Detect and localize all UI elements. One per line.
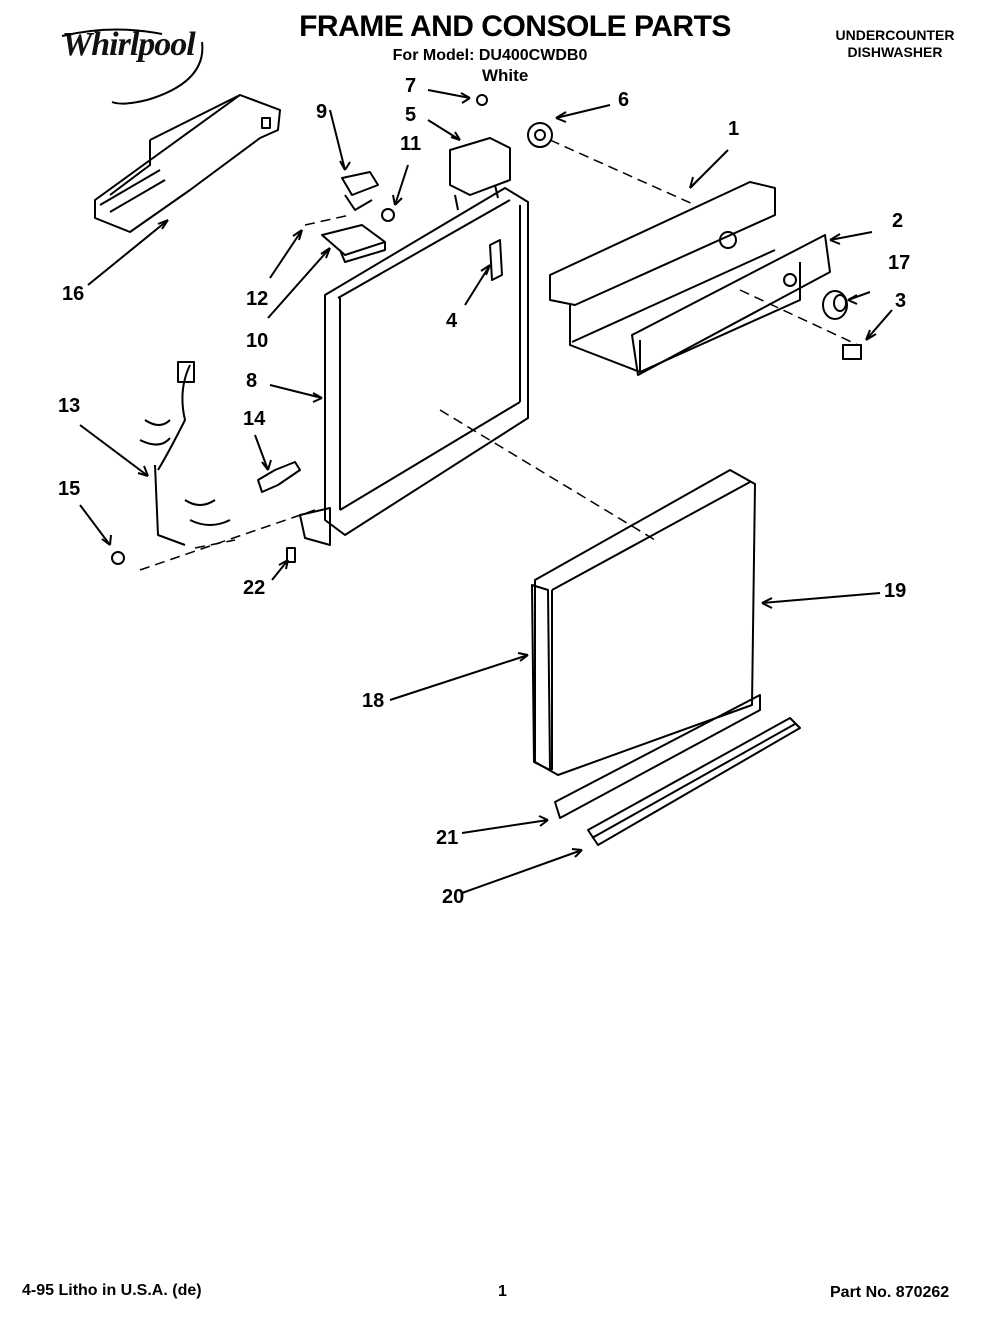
callout-14: 14 — [243, 408, 266, 430]
callout-1: 1 — [728, 118, 740, 140]
part-9-latch — [341, 171, 379, 211]
callout-10: 10 — [246, 330, 269, 352]
model-number: For Model: DU400CWDB0 — [392, 47, 588, 64]
callout-17: 17 — [888, 252, 911, 274]
part-5-switch — [449, 137, 511, 211]
part-11-latch-spring — [381, 208, 395, 222]
part-14-fuse — [257, 461, 301, 493]
callout-13: 13 — [58, 395, 81, 417]
part-13-wire-harness — [139, 361, 231, 546]
part-3-button — [842, 344, 862, 360]
page-title: FRAME AND CONSOLE PARTS — [299, 10, 731, 43]
page-number: 1 — [498, 1283, 507, 1300]
callout-11: 11 — [400, 133, 422, 155]
callout-leader-lines — [79, 89, 893, 894]
part-15-screw — [111, 551, 125, 565]
callout-5: 5 — [405, 104, 417, 126]
callout-21: 21 — [436, 827, 459, 849]
part-6-selector — [527, 122, 553, 148]
part-19-outer-door-panel — [534, 469, 756, 776]
part-16-console-cover — [94, 94, 281, 233]
callout-12: 12 — [246, 288, 269, 310]
callout-6: 6 — [618, 89, 630, 111]
product-type-line1: UNDERCOUNTER — [835, 27, 955, 43]
part-20-bottom-trim — [587, 717, 801, 846]
assembly-dashed-lines — [139, 139, 859, 571]
part-21-trim-strip — [554, 694, 761, 819]
part-17-knob — [822, 290, 848, 320]
callout-19: 19 — [884, 580, 907, 602]
callout-7: 7 — [405, 75, 417, 97]
part-number: Part No. 870262 — [830, 1284, 950, 1301]
callout-2: 2 — [892, 210, 904, 232]
litho-note: 4-95 Litho in U.S.A. (de) — [22, 1282, 202, 1299]
part-8-door-frame — [299, 187, 529, 546]
callout-4: 4 — [446, 310, 458, 332]
part-10-latch-base — [321, 224, 386, 263]
callout-16: 16 — [62, 283, 85, 305]
callout-9: 9 — [316, 101, 328, 123]
callout-18: 18 — [362, 690, 385, 712]
product-type: UNDERCOUNTER DISHWASHER — [800, 27, 990, 61]
callout-20: 20 — [442, 886, 465, 908]
whirlpool-logo: Whirlpool — [61, 26, 204, 105]
part-22-clip — [286, 547, 296, 563]
part-18-door-panel-insert — [531, 584, 551, 771]
part-1-console-panel — [549, 181, 801, 373]
logo-swoosh-icon — [61, 28, 204, 105]
callout-22: 22 — [243, 577, 266, 599]
part-7-screw — [476, 94, 488, 106]
callout-3: 3 — [895, 290, 907, 312]
model-color: White — [482, 66, 529, 85]
part-2-console-faceplate — [631, 234, 831, 376]
callout-15: 15 — [58, 478, 81, 500]
product-type-line2: DISHWASHER — [847, 44, 943, 60]
callout-8: 8 — [246, 370, 258, 392]
